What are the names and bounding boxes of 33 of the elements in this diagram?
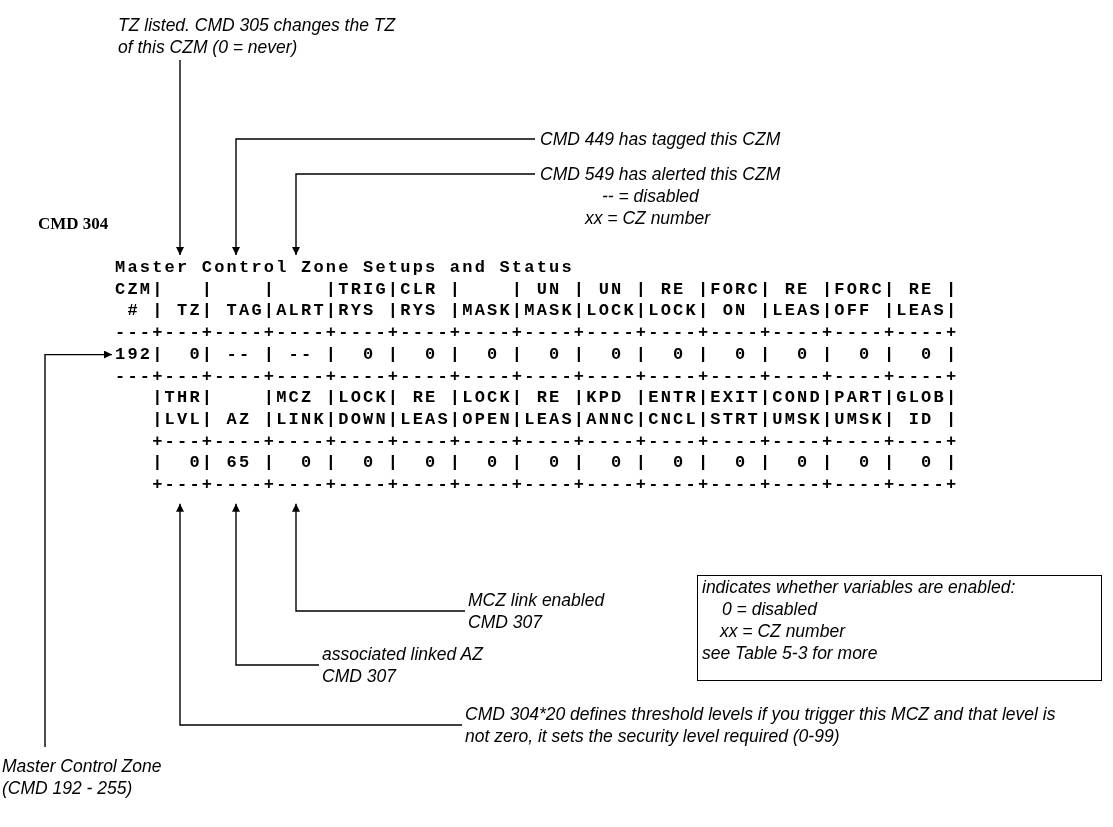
leader-line	[292, 503, 466, 612]
screen-table-line: | 0| 65 | 0 | 0 | 0 | 0 | 0 | 0 | 0 | 0 | 0 | 0 | 0 |	[151, 452, 959, 475]
screen-title: Master Control Zone Setups and Status	[115, 257, 575, 279]
callout-text: associated linked AZ CMD 307	[322, 643, 485, 687]
screen-table-line: ---+---+----+----+----+----+----+----+----+----+----+----+----+----+	[115, 365, 959, 388]
callout-text: xx = CZ number	[585, 207, 710, 229]
note-text: xx = CZ number	[720, 620, 845, 642]
screen-table-line: +---+----+----+----+----+----+----+----+----+----+----+----+----+	[151, 430, 959, 453]
command-heading: CMD 304	[38, 214, 109, 234]
screen-table-line: ---+---+----+----+----+----+----+----+----+----+----+----+----+----+	[115, 322, 959, 344]
screen-table-line: 192| 0| -- | -- | 0 | 0 | 0 | 0 | 0 | 0 | 0 | 0 | 0 | 0 |	[115, 343, 959, 366]
callout-text: CMD 304*20 defines threshold levels if you trigger this MCZ and that level is not zero, it sets the security level required (0-99)	[465, 703, 1057, 747]
note-text: indicates whether variables are enabled:	[702, 576, 1016, 598]
note-box	[697, 575, 1102, 681]
callout-text: TZ listed. CMD 305 changes the TZ of this CZM (0 = never)	[118, 14, 397, 58]
leader-line	[176, 59, 184, 256]
screen-table-line: |THR| |MCZ |LOCK| RE |LOCK| RE |KPD |ENTR|EXIT|COND|PART|GLOB|	[151, 387, 959, 409]
callout-text: CMD 449 has tagged this CZM	[540, 128, 781, 150]
screen-table-line: # | TZ| TAG|ALRT|RYS |RYS |MASK|MASK|LOCK|LOCK| ON |LEAS|OFF |LEAS|	[126, 300, 959, 323]
callout-text: MCZ link enabled CMD 307	[468, 589, 606, 633]
leader-line	[232, 503, 320, 666]
callout-text: -- = disabled	[602, 185, 699, 207]
callout-text: Master Control Zone (CMD 192 - 255)	[2, 755, 162, 799]
leader-line	[292, 173, 536, 256]
leader-line	[232, 138, 536, 256]
leader-line	[44, 350, 113, 748]
screen-table-line: |LVL| AZ |LINK|DOWN|LEAS|OPEN|LEAS|ANNC|CNCL|STRT|UMSK|UMSK| ID |	[151, 408, 959, 431]
screen-table-line: CZM| | | |TRIG|CLR | | UN | UN | RE |FORC| RE |FORC| RE |	[115, 278, 959, 301]
screen-table-line: +---+----+----+----+----+----+----+----+----+----+----+----+----+	[151, 474, 959, 496]
callout-text: CMD 549 has alerted this CZM	[540, 163, 781, 185]
note-text: see Table 5-3 for more	[702, 642, 878, 664]
note-text: 0 = disabled	[722, 598, 817, 620]
leader-line	[176, 503, 463, 726]
